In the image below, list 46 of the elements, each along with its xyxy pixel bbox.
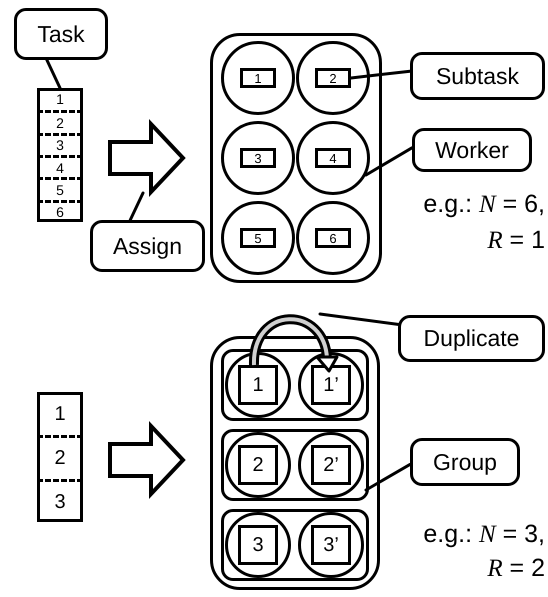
subtask-cell: 4 (37, 154, 83, 178)
group-box (221, 429, 369, 501)
subtask-cell: 2 (37, 435, 83, 479)
leader-line (318, 312, 400, 326)
leader-line (364, 146, 414, 176)
group-box (221, 349, 369, 421)
parameter-note: R = 1 (486, 225, 545, 256)
leader-line (45, 58, 62, 90)
subtask-box: 5 (240, 228, 276, 248)
parameter-note: R = 2 (486, 553, 545, 584)
subtask-cell: 2 (37, 110, 83, 133)
parameter-note: e.g.: N = 6, (422, 189, 545, 220)
subtask-cell: 1 (37, 88, 83, 110)
leader-line (364, 462, 412, 492)
block-arrow (108, 118, 186, 198)
worker-pool (210, 33, 382, 283)
speech-bubble: Assign (90, 220, 205, 272)
subtask-cell: 3 (37, 478, 83, 522)
subtask-box: 1 (238, 365, 278, 405)
speech-bubble: Subtask (410, 52, 545, 100)
task-strip (37, 88, 83, 222)
speech-bubble: Worker (412, 128, 532, 172)
subtask-cell: 5 (37, 177, 83, 200)
group-box (221, 509, 369, 581)
speech-bubble: Group (410, 438, 520, 486)
subtask-cell: 3 (37, 132, 83, 155)
speech-bubble: Task (14, 8, 108, 60)
subtask-box: 3’ (311, 525, 351, 565)
parameter-note: e.g.: N = 3, (422, 519, 545, 550)
curved-arrow (249, 314, 338, 372)
subtask-box: 4 (315, 148, 351, 168)
subtask-box: 1 (240, 68, 276, 88)
worker-pool (210, 336, 380, 590)
leader-line (350, 70, 412, 80)
subtask-box: 3 (240, 148, 276, 168)
task-strip (37, 392, 83, 522)
subtask-box: 2 (315, 68, 351, 88)
speech-bubble: Duplicate (398, 315, 545, 362)
subtask-box: 2 (238, 445, 278, 485)
block-arrow (108, 420, 186, 500)
subtask-cell: 1 (37, 392, 83, 436)
subtask-box: 3 (238, 525, 278, 565)
subtask-box: 2’ (311, 445, 351, 485)
subtask-box: 6 (315, 228, 351, 248)
subtask-cell: 6 (37, 200, 83, 222)
leader-line (128, 192, 144, 222)
